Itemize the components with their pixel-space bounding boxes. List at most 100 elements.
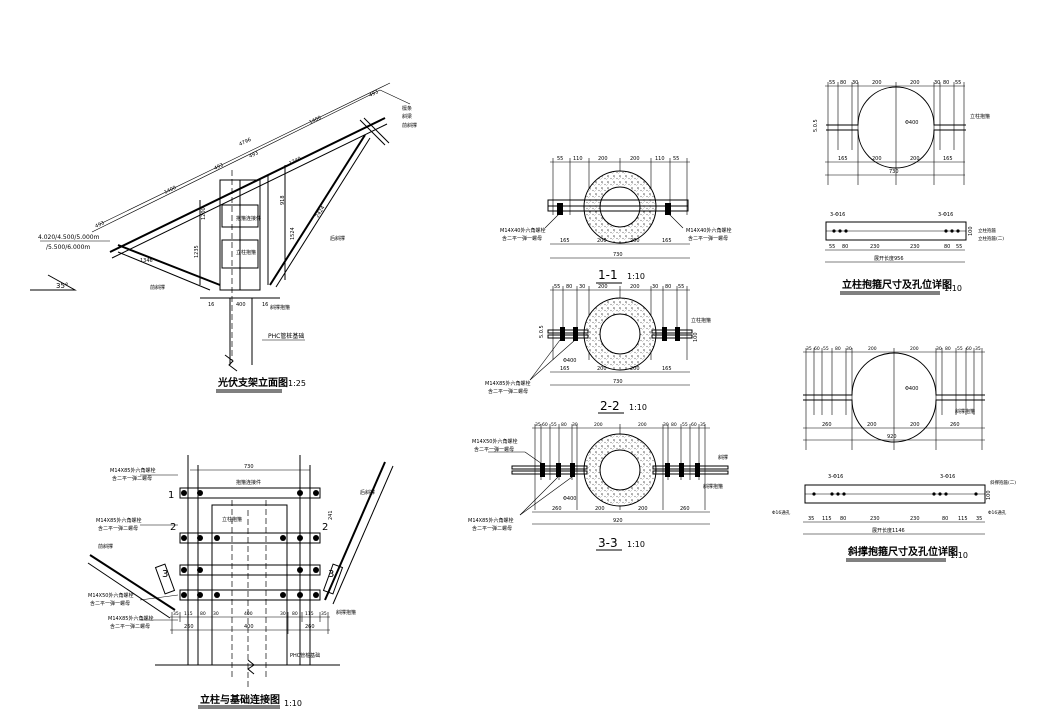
conn-mark-3a: 3: [162, 569, 168, 580]
ch-dim-top-2: 30: [852, 80, 858, 86]
dim-16b: 16: [262, 302, 268, 308]
s33-dim-top-1: 60: [542, 422, 548, 428]
s22-dim-top-2: 30: [579, 284, 585, 290]
bh-dim-top-7: 30: [936, 346, 942, 352]
bh-dim-top-1: 60: [814, 346, 820, 352]
ch-dia: Φ400: [905, 120, 918, 126]
section-2-2: 55 80 30 200 200 30 80 55 5.0.5 100 立柱抱箍…: [485, 284, 711, 414]
title-section-2-2: 2-2: [600, 399, 620, 413]
s11-dim-top-0: 55: [557, 156, 563, 162]
ch-strip-dim-1: 80: [842, 244, 848, 250]
conn-dim-bot2-1: 400: [244, 624, 254, 630]
label-front-brace: 前斜撑: [150, 284, 165, 291]
title-section-1-1-scale: 1:10: [627, 272, 645, 281]
bh-strip-dim-2: 80: [840, 516, 846, 522]
column-hoop-detail: 55 80 30 200 200 30 80 55 Φ400 5.0.5 立柱抱…: [813, 80, 1004, 295]
s11-dim-top-5: 55: [673, 156, 679, 162]
title-brace-hoop: 斜撑抱箍尺寸及孔位详图: [847, 545, 958, 558]
dim-2424: 2424: [315, 205, 327, 219]
main-beam: [109, 117, 386, 253]
conn-bolt-mid: M14X85外六角螺栓: [96, 517, 141, 524]
dim-1524: 1524: [290, 227, 296, 240]
ch-side: 5.0.5: [813, 119, 819, 132]
ch-shape-bot: [826, 129, 966, 169]
conn-bolt3: M14X85外六角螺栓: [108, 615, 153, 622]
s11-bolt-right: M14X40外六角螺栓: [686, 227, 731, 234]
conn-mark-1: 1: [168, 490, 174, 501]
title-column-hoop-scale: 1:10: [944, 284, 962, 293]
ch-strip-tag: 立柱抱箍: [978, 227, 996, 234]
ch-dim-top-6: 80: [943, 80, 949, 86]
ch-total: 730: [889, 169, 899, 175]
s11-dim-top-2: 200: [598, 156, 608, 162]
ch-shape-top: [826, 86, 966, 126]
title-column-hoop: 立柱抱箍尺寸及孔位详图: [842, 278, 952, 291]
s33-total: 920: [613, 518, 623, 524]
s22-dim-top-4: 200: [630, 284, 640, 290]
conn-mark-3b: 3: [328, 569, 334, 580]
s22-dim-bot-3: 165: [662, 366, 672, 372]
title-section-3-3: 3-3: [598, 536, 618, 550]
s22-side-r: 100: [693, 332, 699, 342]
bh-dim-bot-0: 260: [822, 422, 832, 428]
title-brace-hoop-scale: 1:10: [950, 551, 968, 560]
s22-dim-bot-0: 165: [560, 366, 570, 372]
s33-dim-bot-3: 260: [680, 506, 690, 512]
s11-dim-bot-2: 200: [630, 238, 640, 244]
conn-bolt2-sub: 含二平一弹一螺母: [90, 600, 130, 607]
bh-strip-dim-5: 80: [942, 516, 948, 522]
s11-bolt-right-sub: 含二平一弹一螺母: [688, 235, 728, 242]
s33-dim-top-3: 80: [561, 422, 567, 428]
dim-493d: 493: [368, 89, 379, 99]
s22-dim-top-5: 30: [652, 284, 658, 290]
bh-h: 100: [986, 490, 992, 500]
ch-hole-r: 3-Φ16: [938, 212, 953, 218]
ch-strip-dim-5: 55: [956, 244, 962, 250]
conn-label-back-brace: 后斜撑: [360, 489, 375, 496]
conn-dim-bot-2: 80: [200, 611, 206, 617]
s11-bolt-left: M14X40外六角螺栓: [500, 227, 545, 234]
bh-dim-top-8: 80: [945, 346, 951, 352]
s33-dim-top-8: 80: [671, 422, 677, 428]
bh-dim-bot-2: 200: [910, 422, 920, 428]
bh-dim-top-5: 200: [868, 346, 877, 352]
s11-dim-top-3: 200: [630, 156, 640, 162]
label-front-brace-top: 前斜撑: [402, 122, 417, 129]
s11-bolt-left-sub: 含二平一弹一螺母: [502, 235, 542, 242]
s22-bolt: M14X85外六角螺栓: [485, 380, 530, 387]
s33-dim-bot-2: 200: [638, 506, 648, 512]
title-section-3-3-scale: 1:10: [627, 540, 645, 549]
back-brace: [269, 134, 366, 286]
bh-dia: Φ400: [905, 386, 918, 392]
bh-strip-dim-4: 230: [910, 516, 920, 522]
ch-strip-tag2: 立柱抱箍(二): [978, 235, 1004, 242]
elevation-view: 35° 4.020/4.500/5.000m /5.500/6.000m 479…: [30, 82, 417, 393]
dim-1200a: 1200: [201, 207, 207, 220]
title-elevation-scale: 1:25: [288, 379, 306, 388]
ch-dim-top-7: 55: [955, 80, 961, 86]
dim-493a: 493: [94, 220, 105, 230]
conn-dim-bot-6: 80: [292, 611, 298, 617]
s11-dim-bot-0: 165: [560, 238, 570, 244]
dim-1235: 1235: [194, 245, 200, 258]
conn-bolt-mid-sub: 含二平一弹二螺母: [98, 525, 138, 532]
bh-dim-top-3: 80: [835, 346, 841, 352]
bh-hole-r: 3-Φ16: [940, 474, 955, 480]
s22-tag: 立柱抱箍: [691, 317, 711, 324]
dim-4796: 4796: [238, 137, 252, 148]
s22-total: 730: [613, 379, 623, 385]
title-connection-scale: 1:10: [284, 699, 302, 708]
conn-top-dim: 730: [244, 464, 254, 470]
label-hoop-connector: 抱箍连接件: [236, 215, 261, 222]
bh-tag: 斜撑抱箍: [955, 408, 975, 415]
s22-side: 5.0.5: [539, 325, 545, 338]
label-beam: 斜梁: [402, 113, 412, 120]
dim-1346: 1346: [140, 258, 153, 264]
ch-tag: 立柱抱箍: [970, 113, 990, 120]
s33-tag1: 斜撑: [718, 454, 728, 461]
title-connection: 立柱与基础连接图: [200, 693, 280, 706]
bh-dim-top-6: 200: [910, 346, 919, 352]
conn-dim-bot-7: 115: [305, 611, 314, 617]
conn-label-connector: 抱箍连接件: [236, 479, 261, 486]
